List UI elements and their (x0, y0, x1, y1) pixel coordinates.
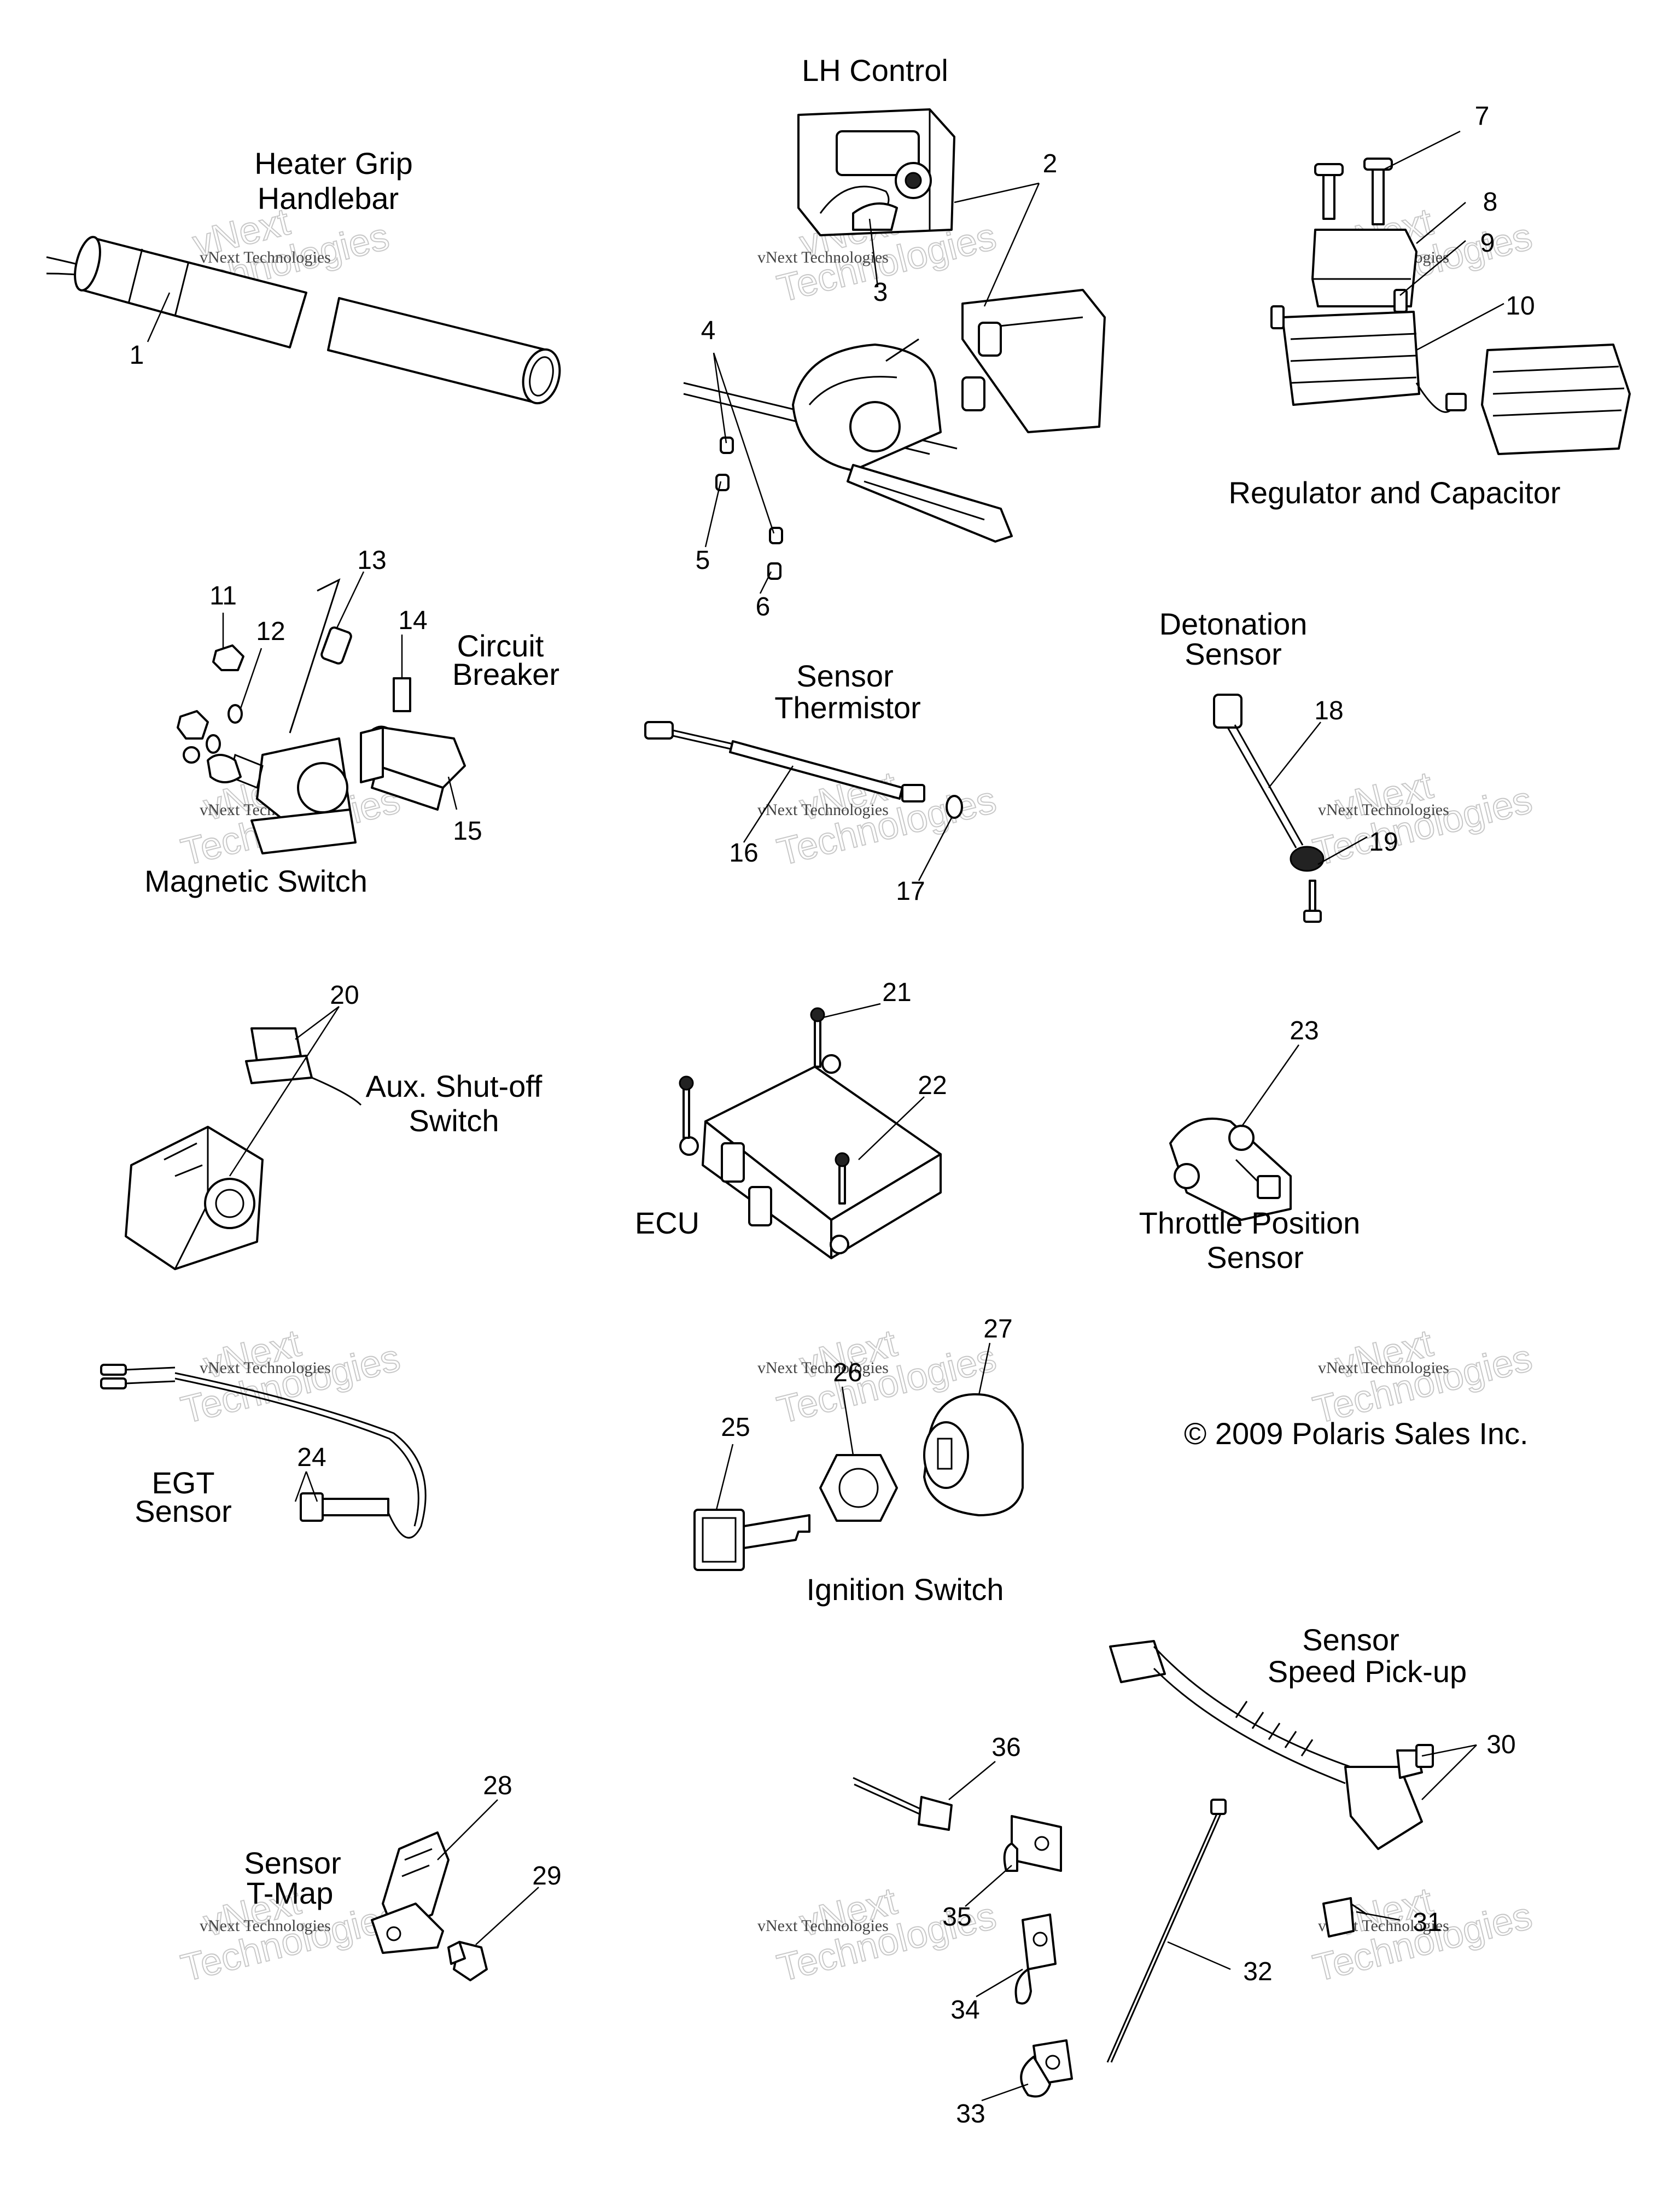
lever-screws-drawing (715, 437, 783, 580)
callout-31: 31 (1413, 1908, 1442, 1937)
cable-tie-drawing (1106, 1799, 1227, 2063)
callout-21: 21 (882, 978, 911, 1007)
watermark-small: vNext Technologies (757, 801, 889, 819)
callout-25: 25 (721, 1413, 750, 1442)
title-sensor: Sensor (796, 659, 893, 693)
title-detonation: Detonation (1159, 607, 1308, 641)
callout-35: 35 (942, 1903, 971, 1932)
title-breaker: Breaker (452, 657, 559, 691)
clip-35-drawing (1003, 1815, 1062, 1872)
callout-24: 24 (297, 1443, 326, 1472)
title-egt: EGT (151, 1465, 214, 1500)
callout-3: 3 (873, 278, 888, 307)
title-egt-sensor: Sensor (135, 1494, 231, 1528)
callout-9: 9 (1480, 229, 1495, 258)
callout-19: 19 (1369, 828, 1398, 857)
watermark-small: vNext Technologies (757, 248, 889, 266)
watermark-small: vNext Technologies (1318, 801, 1449, 819)
callout-28: 28 (483, 1771, 512, 1800)
callout-23: 23 (1290, 1016, 1319, 1045)
section-titles: Heater Grip Handlebar LH Control Regulat… (135, 53, 1560, 1910)
title-speed-sensor: Sensor (1302, 1622, 1399, 1657)
callout-32: 32 (1243, 1957, 1272, 1986)
watermark-small: vNext Technologies (200, 1359, 331, 1377)
lh-control-drawing (797, 108, 955, 236)
callout-26: 26 (833, 1358, 862, 1387)
title-circuit: Circuit (457, 629, 544, 663)
callout-15: 15 (453, 817, 482, 846)
callout-5: 5 (696, 546, 710, 575)
title-handlebar: Handlebar (258, 181, 399, 216)
callout-13: 13 (357, 546, 386, 575)
title-heater-grip: Heater Grip (254, 146, 412, 181)
watermark-small: vNext Technologies (200, 1917, 331, 1935)
callout-20: 20 (330, 981, 359, 1010)
callout-4: 4 (701, 316, 716, 345)
title-regulator-capacitor: Regulator and Capacitor (1228, 475, 1560, 510)
callout-17: 17 (896, 877, 925, 906)
callout-14: 14 (398, 606, 427, 635)
lh-lever-assembly-drawing (683, 289, 1106, 543)
callout-18: 18 (1314, 696, 1343, 725)
heater-grip-drawing (46, 236, 561, 405)
copyright-notice: © 2009 Polaris Sales Inc. (1184, 1416, 1529, 1451)
title-magnetic-switch: Magnetic Switch (144, 864, 368, 898)
watermark-small: vNext Technologies (757, 1359, 889, 1377)
title-aux-shutoff: Aux. Shut-off (366, 1069, 542, 1103)
callout-6: 6 (756, 592, 771, 621)
sensor-thermistor-drawing (644, 721, 963, 819)
ignition-switch-drawing (693, 1393, 1024, 1571)
title-throttle-position: Throttle Position (1139, 1206, 1361, 1240)
title-tmap-sensor: Sensor (244, 1846, 341, 1880)
title-ignition-switch: Ignition Switch (806, 1572, 1004, 1607)
callout-27: 27 (983, 1314, 1012, 1343)
callout-22: 22 (918, 1071, 947, 1100)
magnetic-switch-drawing (177, 578, 357, 854)
leader-lines (147, 130, 1504, 2102)
speed-pickup-drawing (1109, 1640, 1434, 1850)
circuit-breaker-drawing (360, 677, 466, 811)
detonation-sensor-drawing (1213, 694, 1325, 923)
callout-1: 1 (130, 341, 144, 370)
callout-12: 12 (256, 617, 285, 646)
callout-36: 36 (991, 1733, 1020, 1762)
regulator-capacitor-drawing (1270, 158, 1631, 455)
callout-11: 11 (209, 581, 237, 610)
title-ecu: ECU (635, 1206, 699, 1240)
callout-8: 8 (1483, 188, 1498, 217)
ecu-drawing (679, 1007, 942, 1259)
throttle-position-sensor-drawing (1169, 1118, 1292, 1221)
callout-29: 29 (532, 1862, 561, 1891)
title-detonation-sensor: Sensor (1185, 637, 1281, 671)
callout-10: 10 (1506, 292, 1535, 321)
title-lh-control: LH Control (802, 53, 948, 88)
title-throttle-sensor: Sensor (1206, 1240, 1303, 1275)
title-aux-switch: Switch (409, 1103, 499, 1138)
callout-34: 34 (950, 1996, 979, 2025)
title-tmap: T-Map (247, 1876, 334, 1910)
callout-16: 16 (729, 839, 758, 868)
callout-7: 7 (1475, 102, 1490, 131)
push-rivet-drawing (853, 1777, 953, 1831)
callout-2: 2 (1043, 149, 1058, 178)
callout-33: 33 (956, 2099, 985, 2128)
title-speed-pickup: Speed Pick-up (1268, 1654, 1467, 1689)
clip-33-drawing (1020, 2039, 1073, 2098)
callout-30: 30 (1486, 1730, 1515, 1759)
watermark-small: vNext Technologies (200, 248, 331, 266)
aux-shutoff-switch-drawing (125, 1027, 362, 1270)
watermark-small: vNext Technologies (757, 1917, 889, 1935)
clip-34-drawing (1014, 1913, 1057, 2005)
watermark-small: vNext Technologies (1318, 1359, 1449, 1377)
title-thermistor: Thermistor (774, 690, 921, 725)
callout-numbers: 1 2 3 4 5 6 7 8 9 10 11 12 13 14 15 16 1… (130, 102, 1535, 2128)
tmap-sensor-drawing (371, 1831, 488, 1981)
